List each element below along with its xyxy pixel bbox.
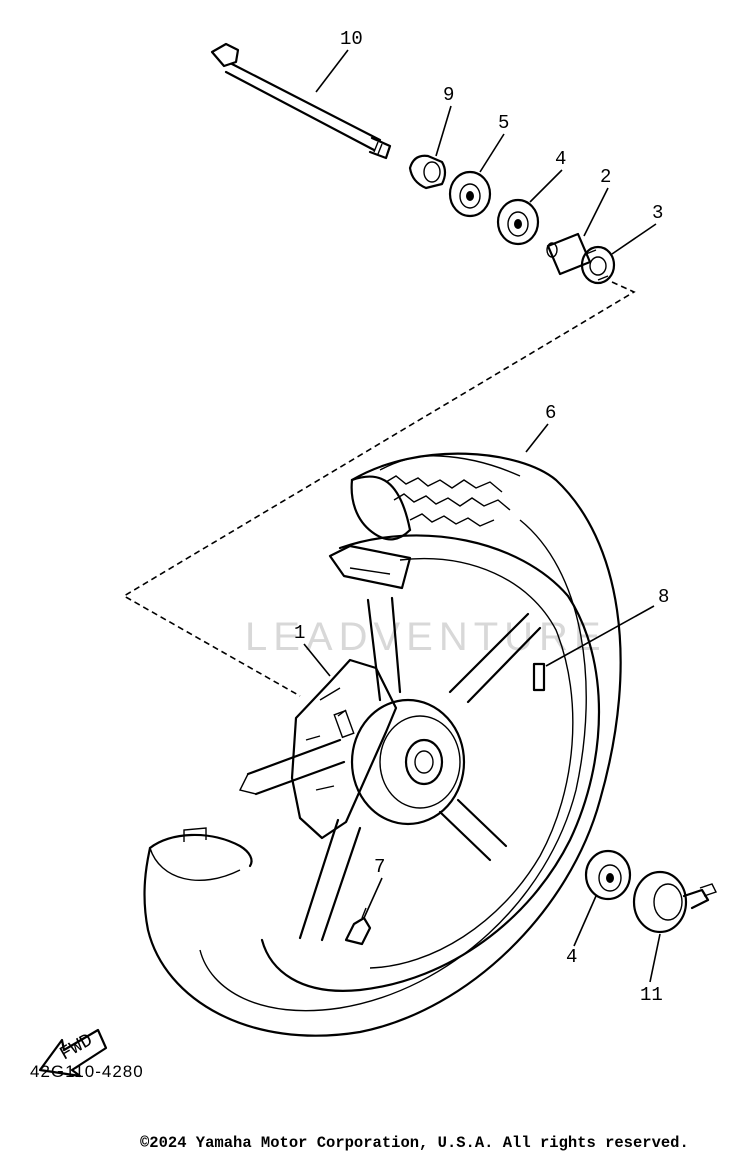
bearing-part-5[interactable] (448, 170, 492, 218)
cast-wheel-part[interactable] (238, 534, 600, 992)
callout-2: 2 (600, 166, 611, 188)
axle-part[interactable] (210, 42, 392, 160)
callout-4-upper: 4 (555, 148, 566, 170)
callout-1: 1 (294, 622, 305, 644)
watermark: LEADVENTURE (245, 615, 607, 659)
nut-part[interactable] (580, 245, 616, 285)
gear-unit-part[interactable] (632, 870, 717, 934)
bearing-part-4-upper[interactable] (496, 198, 540, 246)
spacer-part[interactable] (408, 154, 447, 190)
callout-7: 7 (374, 856, 385, 878)
valve-part[interactable] (344, 907, 372, 946)
callout-11: 11 (640, 984, 663, 1006)
copyright-notice: ©2024 Yamaha Motor Corporation, U.S.A. A… (140, 1134, 689, 1152)
callout-4-lower: 4 (566, 946, 577, 968)
callout-10: 10 (340, 28, 363, 50)
callout-6: 6 (545, 402, 556, 424)
collar-part[interactable] (546, 232, 592, 276)
tire-part[interactable] (143, 452, 622, 1037)
callout-9: 9 (443, 84, 454, 106)
assembly-line-upper (122, 281, 636, 697)
diagram-code: 42G110-4280 (30, 1062, 144, 1081)
balance-weight-part[interactable] (532, 662, 546, 692)
callout-3: 3 (652, 202, 663, 224)
bearing-part-4-lower[interactable] (584, 849, 632, 901)
callout-8: 8 (658, 586, 669, 608)
callout-5: 5 (498, 112, 509, 134)
